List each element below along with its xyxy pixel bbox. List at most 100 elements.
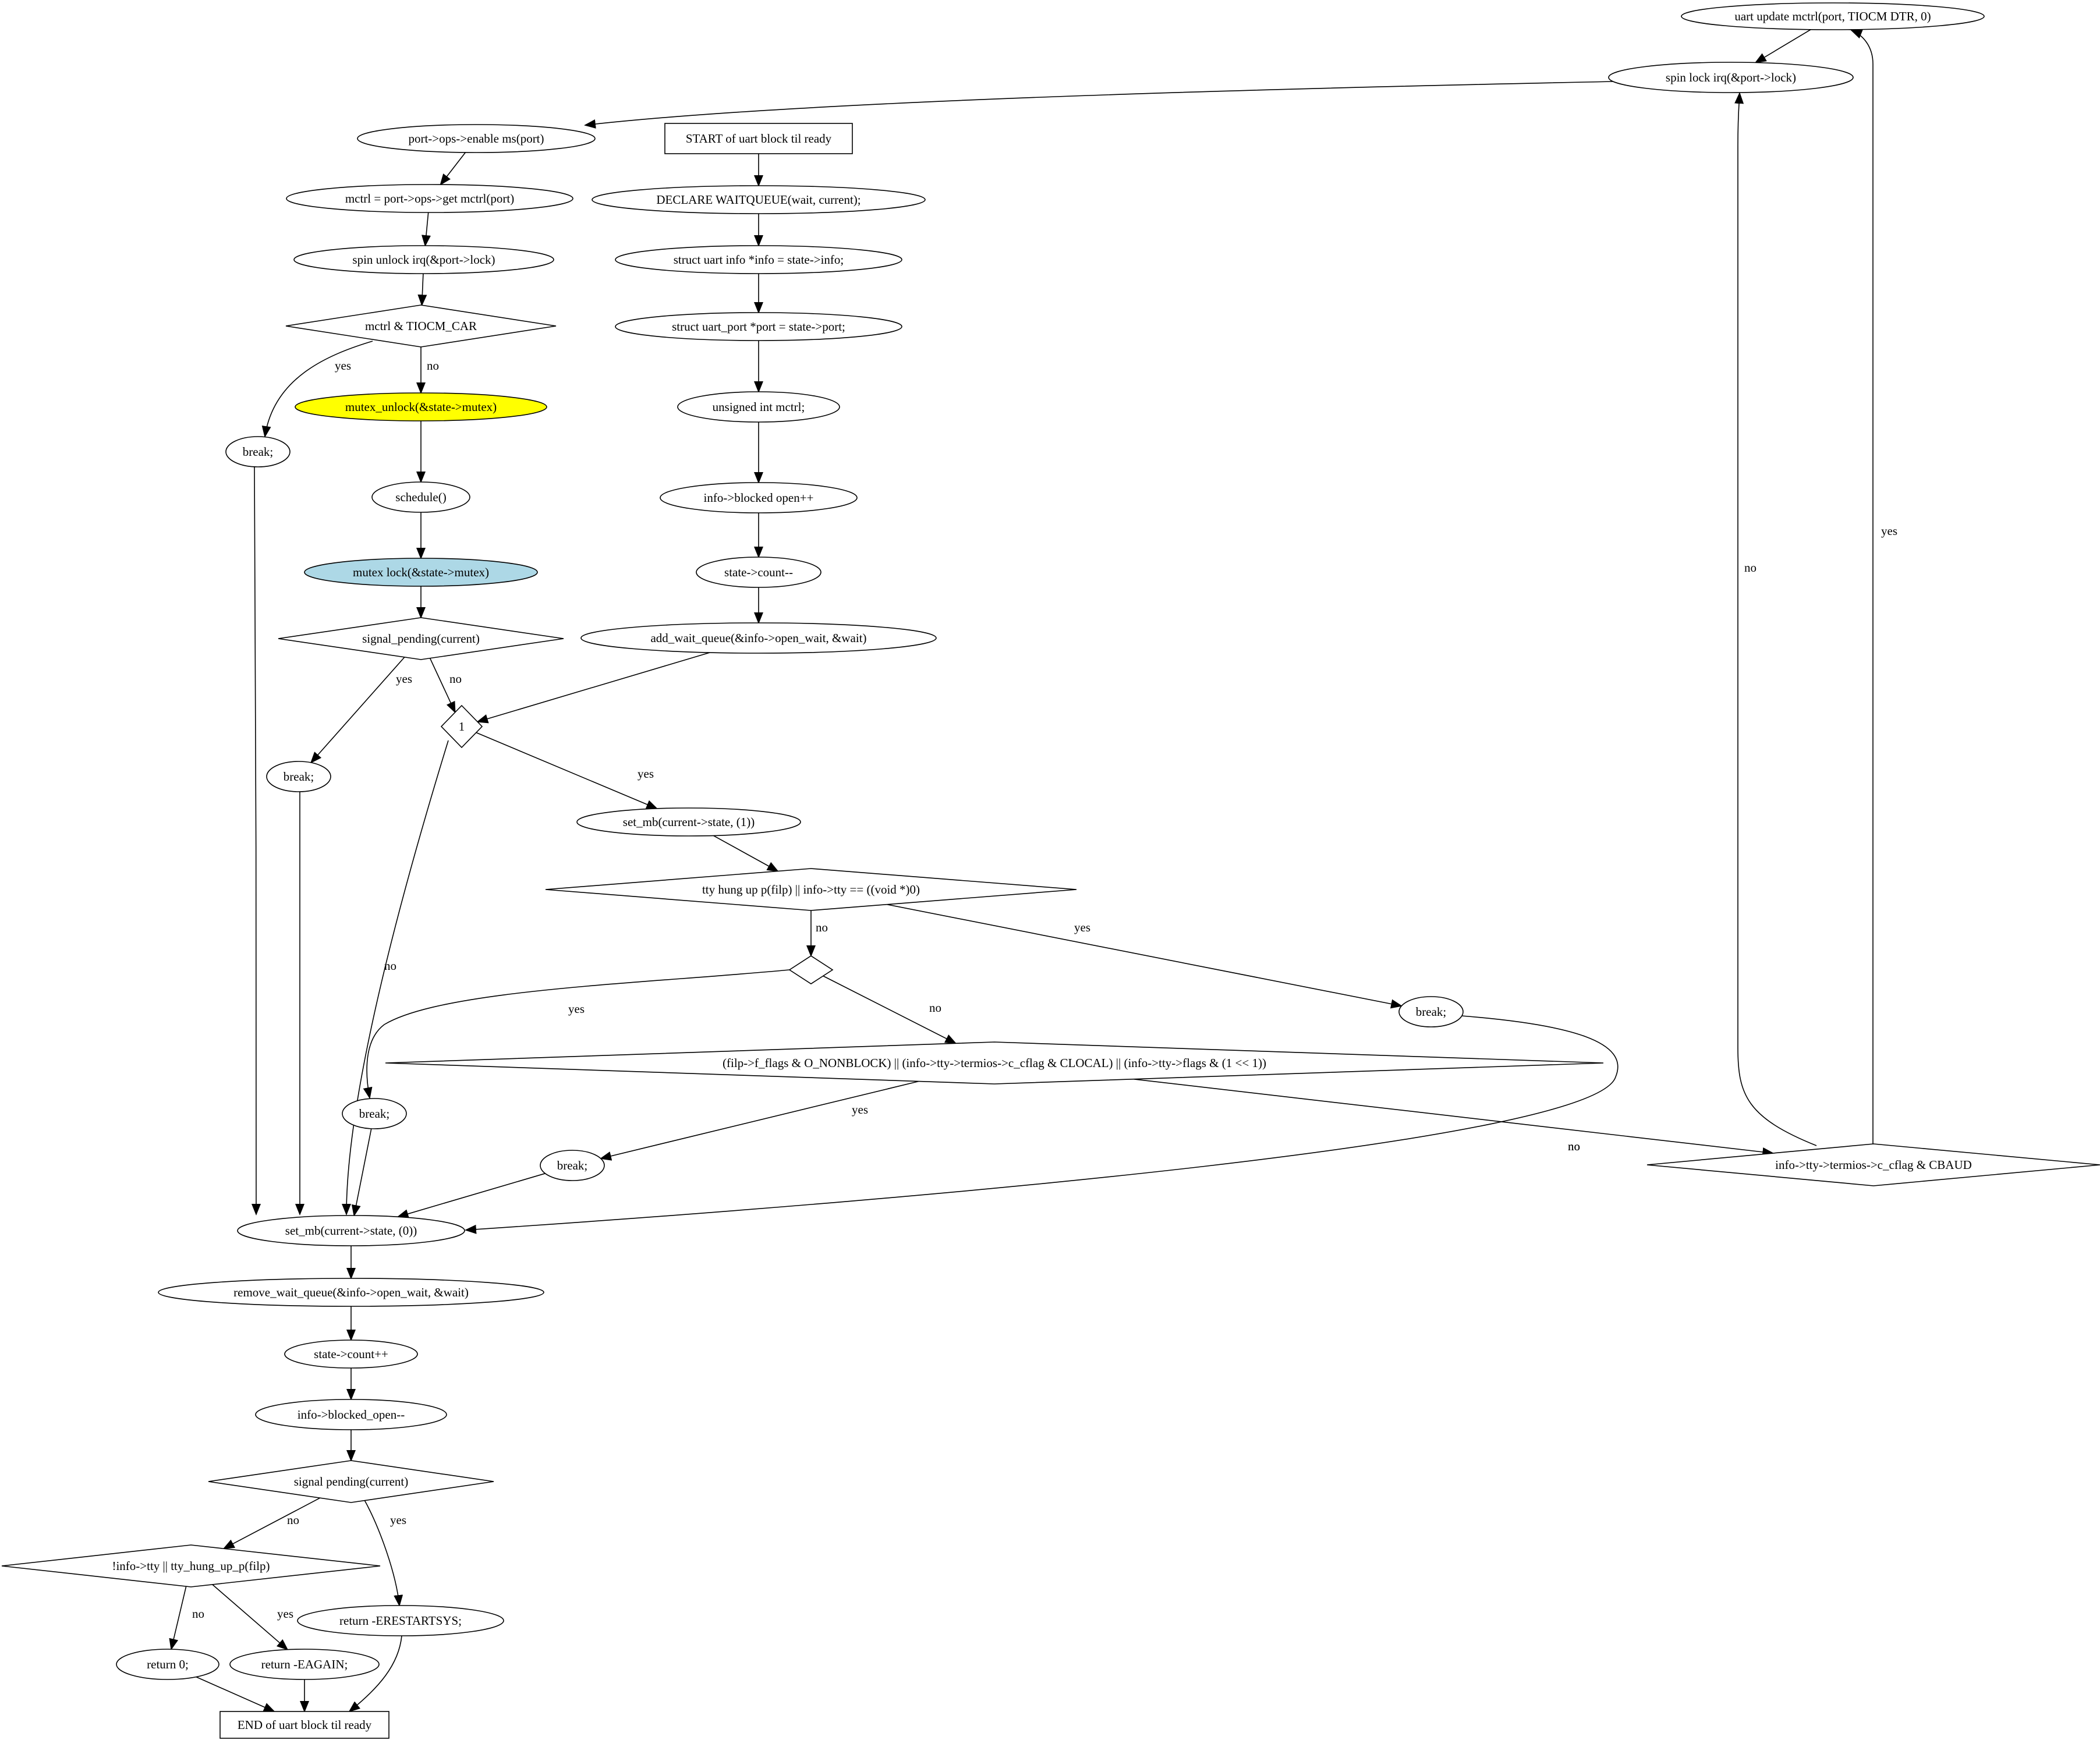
node-label: DECLARE WAITQUEUE(wait, current); (656, 193, 860, 207)
edge-n_erestart-to-end (348, 1635, 402, 1713)
node-label: break; (359, 1107, 389, 1121)
node-label: set_mb(current->state, (0)) (285, 1224, 417, 1238)
edge-n_break_empty-to-n_setmb0 (351, 1128, 372, 1217)
node-shape (592, 185, 926, 214)
node-label: port->ops->enable ms(port) (408, 132, 544, 146)
node-shape (660, 482, 858, 513)
node-label: info->blocked open++ (704, 491, 814, 505)
edge-label-no: no (816, 920, 828, 934)
statement-node-n_lock: mutex lock(&state->mutex) (304, 558, 538, 587)
edge-d_loop-to-n_setmb0 (342, 740, 449, 1215)
edge-label-no: no (427, 359, 439, 373)
edge-label-yes: yes (568, 1002, 585, 1016)
statement-node-n_unlock: mutex_unlock(&state->mutex) (295, 392, 547, 421)
node-label: set_mb(current->state, (1)) (623, 815, 755, 829)
edge-n_enable-to-n_getmctrl (440, 152, 466, 186)
node-shape (664, 123, 853, 154)
node-label: mutex lock(&state->mutex) (353, 565, 489, 579)
edge-label-yes: yes (390, 1513, 406, 1527)
edge-n_spinunlock-to-d_car (417, 273, 427, 307)
edge-label-no: no (1744, 561, 1757, 575)
decision-node-d_hungup: tty hung up p(filp) || info->tty == ((vo… (545, 868, 1077, 911)
node-label: spin unlock irq(&port->lock) (352, 253, 495, 267)
edge-label-yes: yes (1881, 524, 1897, 538)
node-shape (615, 312, 902, 341)
node-shape (208, 1460, 494, 1503)
edge-n_addwait-to-d_loop (476, 652, 710, 724)
edge-d_cbaud-to-n_spinlock (1734, 92, 1817, 1146)
edge-d_nonblock-to-n_break_nb (599, 1080, 919, 1161)
edge-label-no: no (929, 1001, 941, 1015)
node-label: struct uart_port *port = state->port; (672, 320, 845, 334)
edge-label-yes: yes (277, 1607, 293, 1621)
node-label: !info->tty || tty_hung_up_p(filp) (112, 1559, 270, 1573)
node-shape (225, 436, 291, 467)
edge-d_loop-to-n_setmb1 (476, 732, 658, 809)
terminal-node-end: END of uart block til ready (219, 1711, 389, 1739)
node-shape (1, 1544, 381, 1587)
edge-d_notty-to-n_ret0 (169, 1586, 187, 1651)
node-label: END of uart block til ready (238, 1718, 372, 1732)
node-shape (219, 1711, 389, 1739)
edge-n_break_hung-to-n_setmb0 (465, 1015, 1619, 1234)
statement-node-n_eagain: return -EAGAIN; (229, 1649, 380, 1680)
statement-node-n_break_empty: break; (342, 1098, 407, 1129)
node-label: break; (1416, 1005, 1446, 1019)
edge-label-yes: yes (396, 672, 412, 686)
statement-node-n_setmb0: set_mb(current->state, (0)) (237, 1215, 465, 1246)
edge-n_getmctrl-to-n_spinunlock (422, 212, 431, 247)
node-label: state->count-- (724, 565, 793, 579)
edge-n_ret0-to-end (196, 1676, 275, 1712)
node-shape (116, 1649, 219, 1680)
statement-node-n_mctrl_decl: unsigned int mctrl; (677, 391, 840, 423)
edge-d_hungup-to-n_break_hung (887, 903, 1403, 1009)
node-shape (580, 622, 937, 654)
node-label: unsigned int mctrl; (713, 400, 805, 414)
node-label: spin lock irq(&port->lock) (1666, 70, 1796, 84)
edge-n_spinlock-to-n_enable (584, 81, 1613, 129)
statement-node-n_info: struct uart info *info = state->info; (615, 245, 902, 274)
terminal-node-start: START of uart block til ready (664, 123, 853, 154)
node-label: return 0; (147, 1657, 189, 1671)
node-shape (615, 245, 902, 274)
statement-node-n_count_dec: state->count-- (696, 557, 821, 588)
node-shape (278, 617, 564, 660)
edge-d_sigpend2-to-d_notty (222, 1497, 320, 1550)
edge-d_car-to-n_break_car (261, 341, 373, 438)
node-label: remove_wait_queue(&info->open_wait, &wai… (233, 1285, 469, 1299)
decision-node-d_loop: 1 (440, 704, 483, 749)
node-label: info->blocked_open-- (298, 1408, 405, 1422)
edge-label-no: no (1568, 1139, 1580, 1153)
node-label: state->count++ (314, 1347, 388, 1361)
node-label: break; (243, 445, 273, 459)
decision-node-d_sigpend1: signal_pending(current) (278, 617, 564, 660)
node-shape (1646, 1143, 2100, 1186)
statement-node-n_addwait: add_wait_queue(&info->open_wait, &wait) (580, 622, 937, 654)
node-label: START of uart block til ready (686, 132, 832, 146)
edges-layer (169, 29, 1874, 1713)
decision-node-d_notty: !info->tty || tty_hung_up_p(filp) (1, 1544, 381, 1587)
edge-d_sigpend1-to-n_break_sig (310, 657, 405, 764)
edge-label-yes: yes (852, 1103, 868, 1117)
edge-n_setmb1-to-d_hungup (713, 835, 779, 872)
edge-n_break_nb-to-n_setmb0 (396, 1173, 546, 1218)
node-shape (1608, 62, 1854, 93)
node-label: 1 (459, 720, 465, 733)
statement-node-n_spinlock: spin lock irq(&port->lock) (1608, 62, 1854, 93)
node-shape (1681, 2, 1985, 30)
edge-label-yes: yes (335, 359, 351, 373)
node-label: schedule() (395, 490, 446, 504)
node-shape (788, 955, 834, 984)
statement-node-n_declare: DECLARE WAITQUEUE(wait, current); (592, 185, 926, 214)
node-shape (286, 184, 573, 213)
node-shape (284, 1339, 418, 1369)
edge-d_sigpend1-to-d_loop (429, 658, 456, 714)
edge-n_update-to-n_spinlock (1754, 29, 1811, 63)
statement-node-n_count_inc: state->count++ (284, 1339, 418, 1369)
edge-label-no: no (192, 1607, 204, 1621)
statement-node-n_erestart: return -ERESTARTSYS; (297, 1605, 504, 1636)
node-label: return -EAGAIN; (261, 1657, 348, 1671)
